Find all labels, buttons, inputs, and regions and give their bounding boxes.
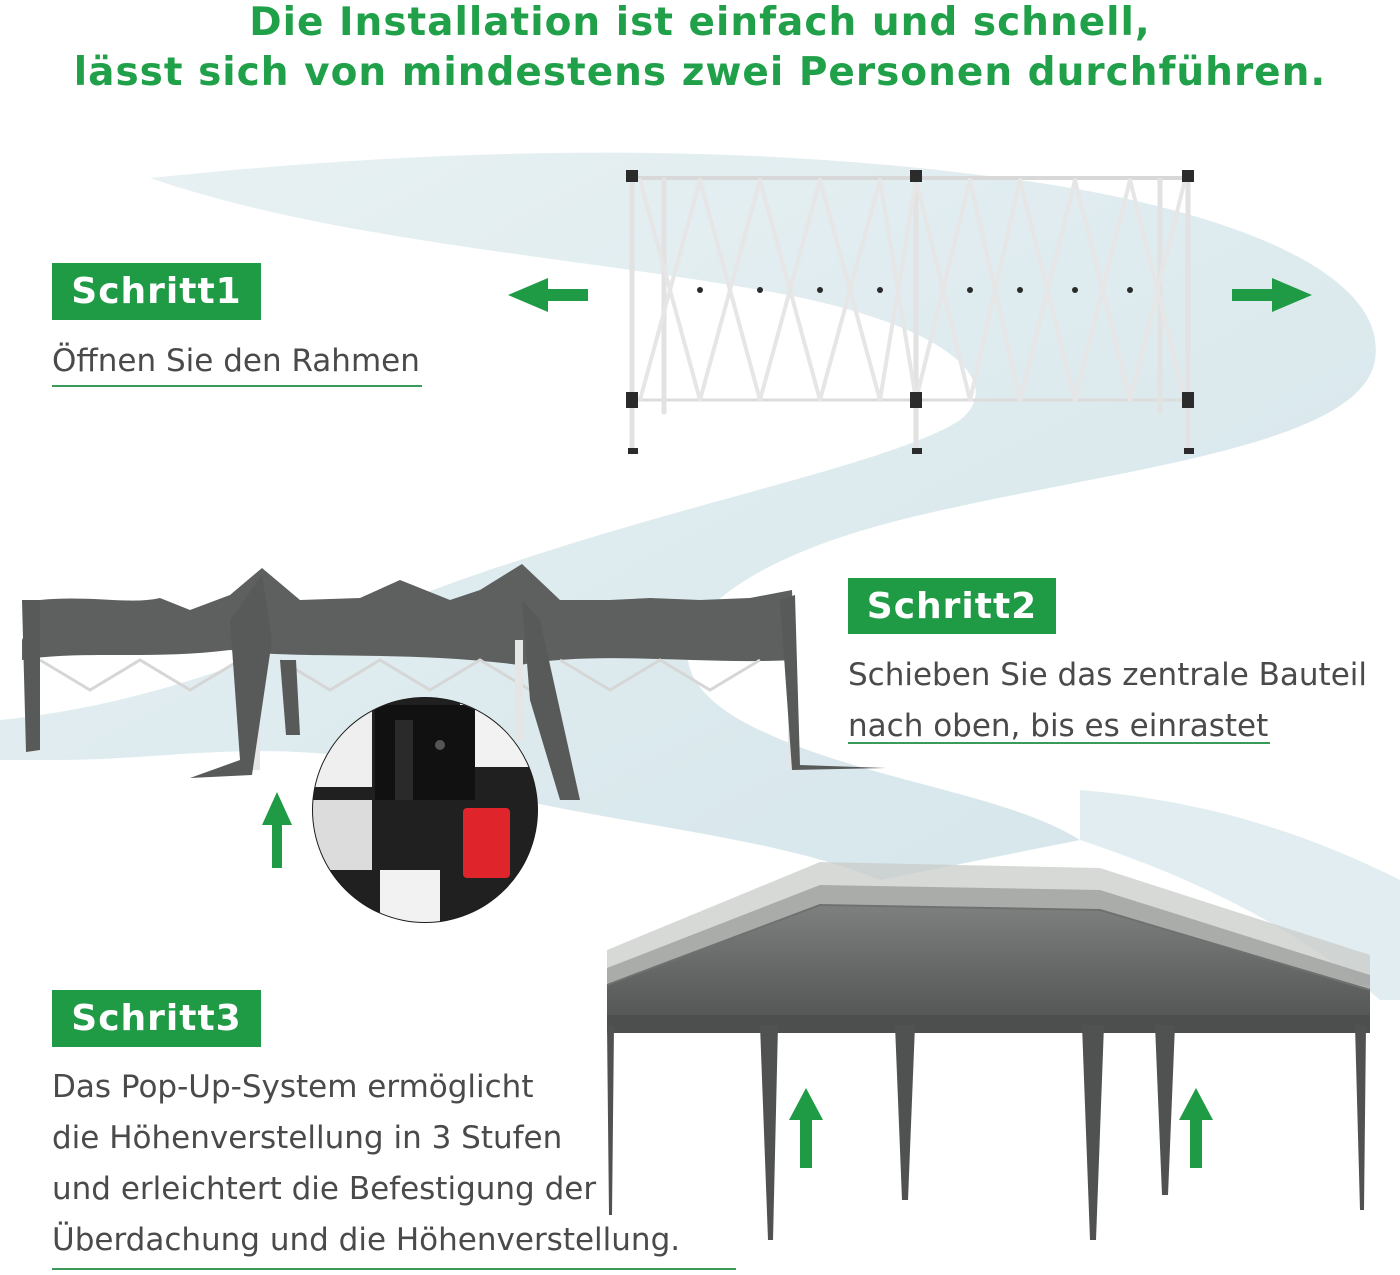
step1-badge: Schritt1 [52,263,261,320]
step1-underline [52,385,422,387]
step2-line-1: Schieben Sie das zentrale Bauteil [848,657,1367,693]
step2-badge: Schritt2 [848,578,1056,634]
canopy-partial-illustration [22,564,886,800]
canopy-full-illustration [606,862,1371,1240]
arrow-left-icon [508,278,588,312]
headline-line-2: lässt sich von mindestens zwei Personen … [73,50,1327,95]
lock-detail-magnifier [312,697,538,923]
step2-description: Schieben Sie das zentrale Bauteil nach o… [848,650,1367,752]
arrow-right-icon [1232,278,1312,312]
step3-badge: Schritt3 [52,990,261,1047]
step3-line-4: Überdachung und die Höhenverstellung. [52,1222,681,1258]
step3-line-1: Das Pop-Up-System ermöglicht [52,1069,534,1105]
step3-line-2: die Höhenverstellung in 3 Stufen [52,1120,563,1156]
step2-underline [848,742,1270,744]
step1-line-1: Öffnen Sie den Rahmen [52,343,420,379]
step2-line-2: nach oben, bis es einrastet [848,708,1269,744]
expanding-frame-illustration [626,170,1194,455]
arrow-up-icon [1179,1088,1213,1168]
headline-line-1: Die Installation ist einfach und schnell… [249,0,1151,45]
winding-path [0,152,1376,881]
arrow-up-icon [262,792,292,868]
arrow-up-icon [789,1088,823,1168]
step3-description: Das Pop-Up-System ermöglicht die Höhenve… [52,1062,680,1266]
step3-line-3: und erleichtert die Befestigung der [52,1171,597,1207]
step3-underline [52,1268,736,1270]
step1-description: Öffnen Sie den Rahmen [52,336,420,387]
